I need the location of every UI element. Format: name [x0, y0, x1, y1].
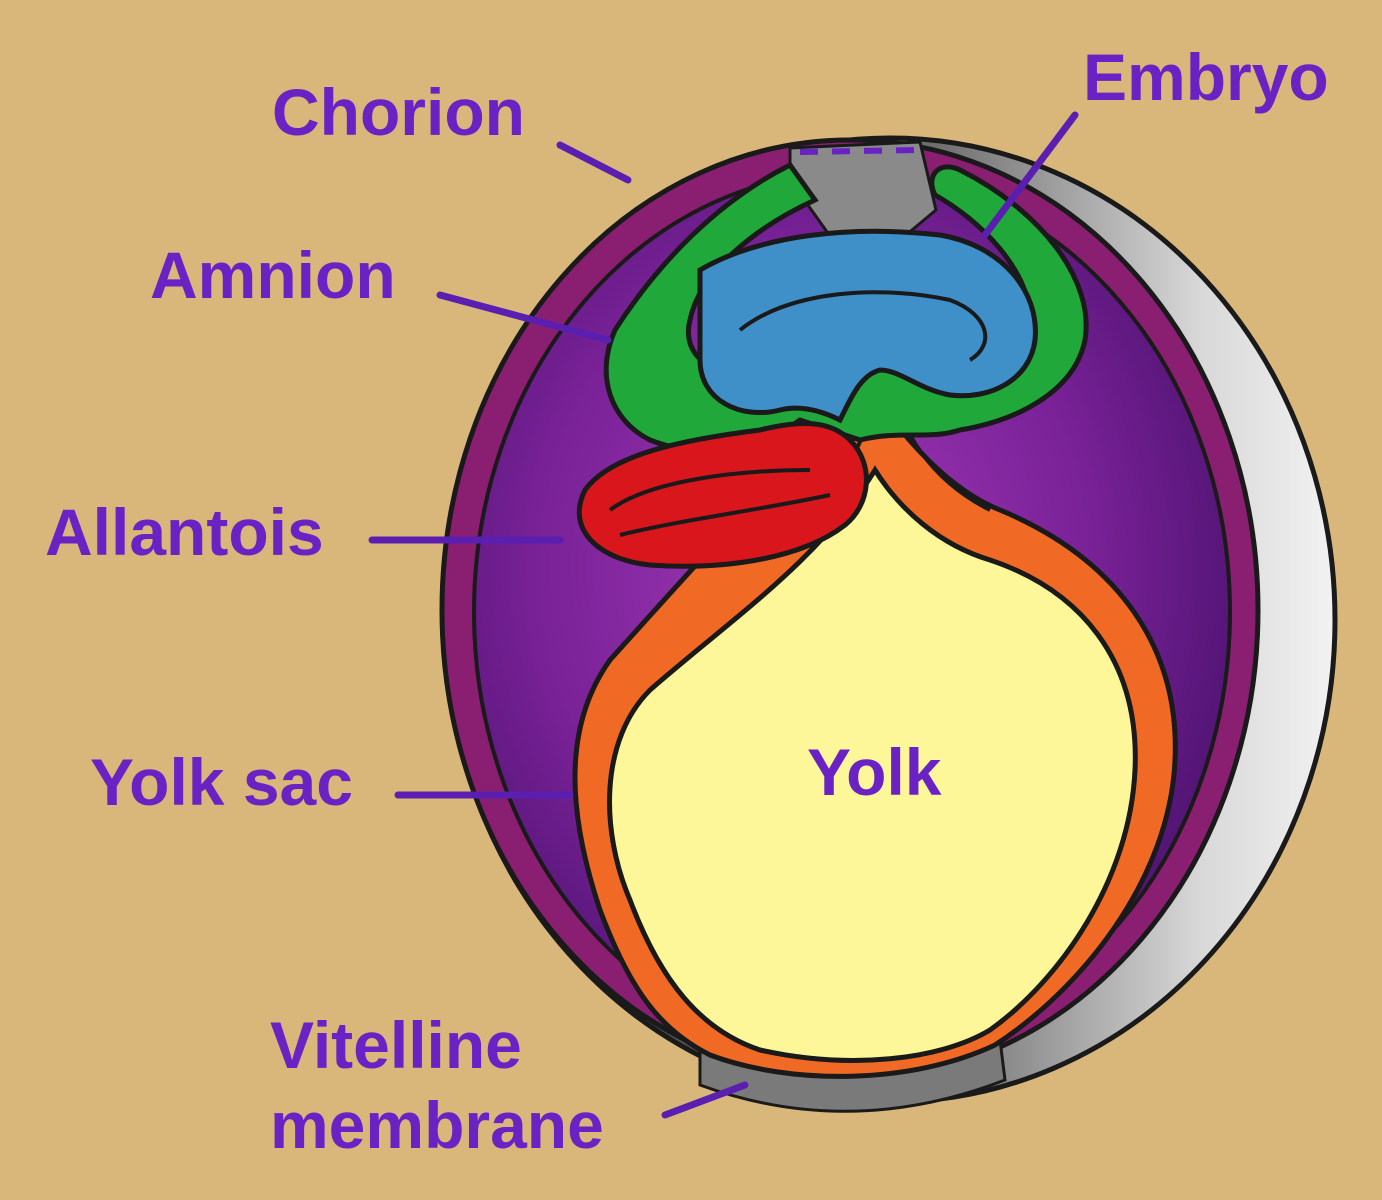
embryo-label: Embryo: [1083, 40, 1329, 114]
allantois-label: Allantois: [45, 495, 324, 569]
yolk-sac-label: Yolk sac: [90, 745, 353, 819]
vitelline-leader: [661, 1081, 749, 1119]
vitelline-dash-top: [799, 147, 921, 155]
embryo-leader: [981, 111, 1079, 239]
allantois: [576, 420, 869, 569]
allantois-fold-1: [608, 468, 811, 512]
vitelline-label-line2: membrane: [270, 1088, 604, 1162]
embryo: [697, 228, 1038, 424]
amnion-leader: [436, 291, 612, 344]
allantois-fold-2: [619, 493, 831, 537]
leader-lines: [368, 111, 1079, 1119]
embryo-fold: [738, 290, 988, 362]
chorion-label: Chorion: [272, 75, 525, 149]
chorion-leader: [556, 141, 632, 184]
yolk: [607, 465, 1138, 1063]
yolk-label: Yolk: [807, 735, 942, 809]
amnion-label: Amnion: [150, 238, 396, 312]
vitelline-label-line1: Vitelline: [270, 1008, 522, 1082]
